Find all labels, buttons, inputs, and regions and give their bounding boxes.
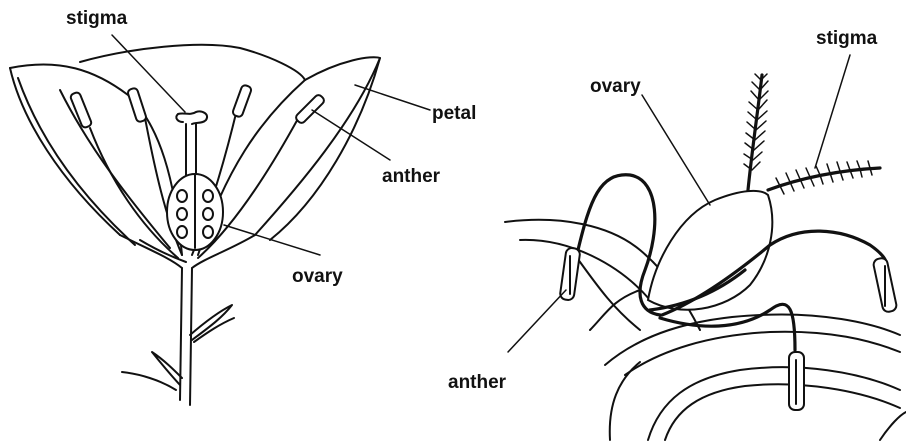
left-ovary-label: ovary: [292, 266, 343, 287]
right-anther-2: [873, 257, 898, 313]
right-flower: ovary stigma anther: [448, 28, 906, 440]
left-flower: stigma petal anther ovary: [10, 8, 476, 405]
left-stem: [122, 268, 234, 405]
left-pistil: [167, 111, 223, 250]
right-ovary-label: ovary: [590, 76, 641, 97]
left-anther-2: [127, 87, 147, 122]
left-anther-label: anther: [382, 166, 441, 187]
left-ovary-leader: [224, 225, 320, 255]
right-anther-3: [789, 352, 804, 410]
right-stigma-label: stigma: [816, 28, 878, 49]
right-stigma-leader: [815, 55, 850, 168]
right-anther-label: anther: [448, 372, 507, 393]
left-anther-4: [294, 93, 325, 124]
left-anther-1: [70, 91, 93, 128]
right-ovary-leader: [642, 95, 710, 205]
left-stigma-label: stigma: [66, 8, 128, 29]
left-petal-label: petal: [432, 103, 476, 124]
left-anther-3: [232, 84, 252, 117]
right-stigmas: [744, 74, 880, 194]
right-anther-leader: [508, 290, 566, 352]
